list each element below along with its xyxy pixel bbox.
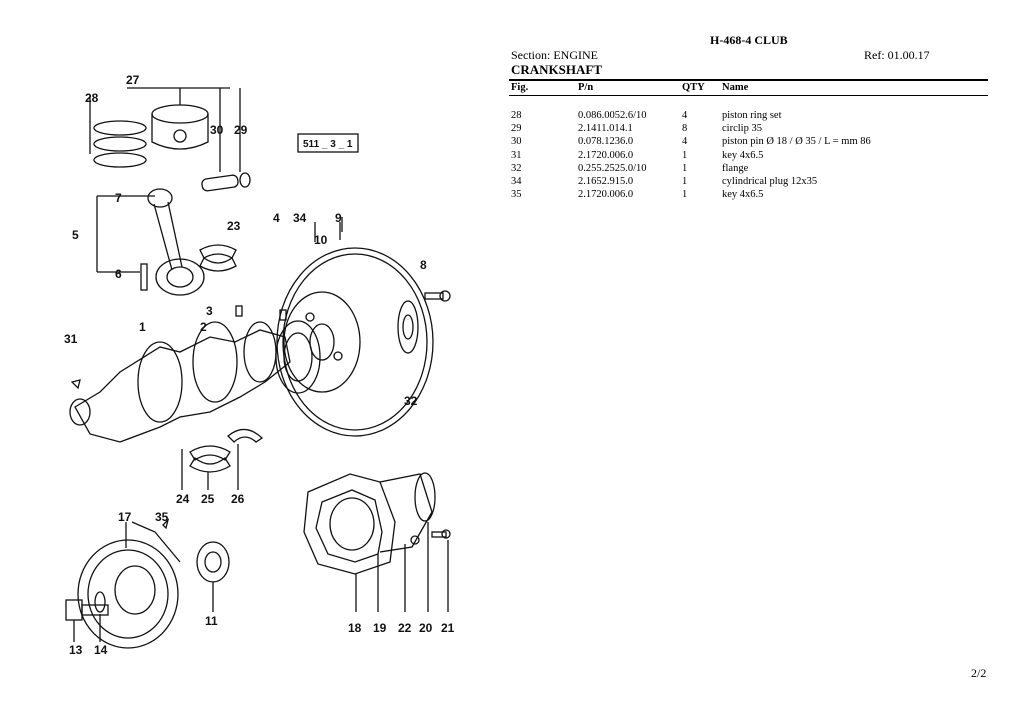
cell-pn: 0.255.2525.0/10: [578, 162, 647, 174]
cell-qty: 4: [682, 136, 688, 148]
callout-19: 19: [373, 621, 387, 635]
cell-name: key 4x6.5: [722, 149, 764, 161]
callout-1: 1: [139, 320, 146, 334]
cell-pn: 2.1720.006.0: [578, 149, 634, 161]
callout-21: 21: [441, 621, 455, 635]
table-row: 28 0.086.0052.6/10 4 piston ring set: [511, 109, 988, 122]
callout-14: 14: [94, 643, 108, 657]
callout-5: 5: [72, 228, 79, 242]
crankshaft-drawing: 27 28 30 29 7 5 6 23 4 34 9 10 8 3 2 1 3…: [64, 73, 455, 657]
cell-pn: 2.1652.915.0: [578, 175, 634, 187]
cell-qty: 1: [682, 149, 688, 161]
callout-18: 18: [348, 621, 362, 635]
callout-30: 30: [210, 123, 224, 137]
callout-10: 10: [314, 233, 328, 247]
callout-13: 13: [69, 643, 83, 657]
cell-pn: 0.078.1236.0: [578, 136, 634, 148]
callout-25: 25: [201, 492, 215, 506]
cell-fig: 35: [511, 189, 522, 201]
cell-name: cylindrical plug 12x35: [722, 175, 818, 187]
callout-11: 11: [205, 614, 218, 628]
cell-pn: 0.086.0052.6/10: [578, 110, 647, 121]
callout-24: 24: [176, 492, 190, 506]
cell-fig: 31: [511, 149, 522, 161]
cell-name: piston pin Ø 18 / Ø 35 / L = mm 86: [722, 136, 871, 148]
callout-20: 20: [419, 621, 433, 635]
column-divider: [509, 95, 988, 96]
table-row: 34 2.1652.915.0 1 cylindrical plug 12x35: [511, 175, 988, 188]
col-pn: P/n: [578, 82, 594, 93]
callout-27: 27: [126, 73, 140, 87]
document-title: H-468-4 CLUB: [710, 33, 788, 47]
cell-name: circlip 35: [722, 123, 762, 135]
callout-3: 3: [206, 304, 213, 318]
group-title: CRANKSHAFT: [511, 62, 603, 77]
callout-22: 22: [398, 621, 412, 635]
cell-fig: 32: [511, 162, 522, 174]
callout-4: 4: [273, 211, 280, 225]
cell-qty: 1: [682, 162, 688, 174]
callout-32: 32: [404, 394, 418, 408]
cell-fig: 28: [511, 110, 522, 121]
ref-label: Ref: 01.00.17: [864, 48, 930, 62]
cell-fig: 29: [511, 123, 522, 135]
callout-28: 28: [85, 91, 99, 105]
callout-7: 7: [115, 191, 122, 205]
col-qty: QTY: [682, 82, 705, 93]
col-name: Name: [722, 82, 749, 93]
page-number: 2/2: [971, 666, 987, 680]
callout-6: 6: [115, 267, 122, 281]
cell-qty: 1: [682, 189, 688, 201]
cell-name: flange: [722, 162, 749, 174]
diagram-code: 511 _ 3 _ 1: [303, 139, 353, 150]
callout-35: 35: [155, 510, 169, 524]
table-row: 31 2.1720.006.0 1 key 4x6.5: [511, 149, 988, 162]
cell-qty: 8: [682, 123, 688, 135]
col-fig: Fig.: [511, 82, 529, 93]
cell-pn: 2.1411.014.1: [578, 123, 633, 135]
cell-fig: 34: [511, 175, 522, 187]
parts-table: 28 0.086.0052.6/10 4 piston ring set 29 …: [511, 109, 988, 201]
table-row: 30 0.078.1236.0 4 piston pin Ø 18 / Ø 35…: [511, 135, 988, 148]
callout-34: 34: [293, 211, 307, 225]
cell-name: key 4x6.5: [722, 189, 764, 201]
callout-31: 31: [64, 332, 78, 346]
section-label: Section: ENGINE: [511, 48, 598, 62]
callout-8: 8: [420, 258, 427, 272]
callout-29: 29: [234, 123, 248, 137]
callout-26: 26: [231, 492, 245, 506]
cell-name: piston ring set: [722, 110, 782, 121]
cell-qty: 1: [682, 175, 688, 187]
table-row: 35 2.1720.006.0 1 key 4x6.5: [511, 188, 988, 201]
table-row: 29 2.1411.014.1 8 circlip 35: [511, 122, 988, 135]
header-divider: [509, 79, 988, 81]
callout-17: 17: [118, 510, 132, 524]
cell-pn: 2.1720.006.0: [578, 189, 634, 201]
callout-23: 23: [227, 219, 241, 233]
callout-2: 2: [200, 320, 207, 334]
table-row: 32 0.255.2525.0/10 1 flange: [511, 162, 988, 175]
cell-qty: 4: [682, 110, 688, 121]
cell-fig: 30: [511, 136, 522, 148]
callout-9: 9: [335, 211, 342, 225]
exploded-parts-diagram: 27 28 30 29 7 5 6 23 4 34 9 10 8 3 2 1 3…: [60, 62, 470, 662]
